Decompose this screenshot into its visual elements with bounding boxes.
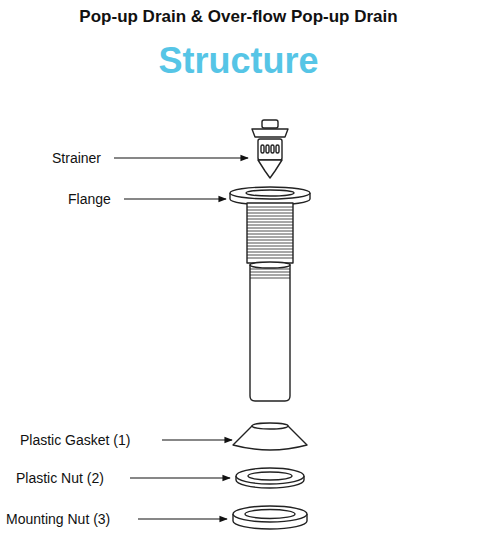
plastic-nut-part — [236, 468, 304, 488]
leader-arrow — [130, 477, 230, 478]
mounting-nut-part — [233, 506, 307, 529]
leader-arrow — [162, 439, 232, 440]
gasket-part — [233, 423, 307, 450]
flange-part — [230, 187, 310, 263]
strainer-part — [252, 120, 288, 178]
part-label: Plastic Nut (2) — [16, 469, 104, 487]
leader-arrow — [138, 518, 227, 519]
section-heading: Structure — [0, 38, 477, 83]
leader-arrow — [124, 198, 226, 199]
tail-pipe — [250, 262, 290, 401]
part-label: Strainer — [52, 149, 101, 167]
page-title: Pop-up Drain & Over-flow Pop-up Drain — [0, 6, 477, 28]
leader-arrow — [114, 157, 248, 158]
part-label: Plastic Gasket (1) — [20, 431, 130, 449]
part-label: Flange — [68, 190, 111, 208]
part-label: Mounting Nut (3) — [6, 510, 110, 528]
